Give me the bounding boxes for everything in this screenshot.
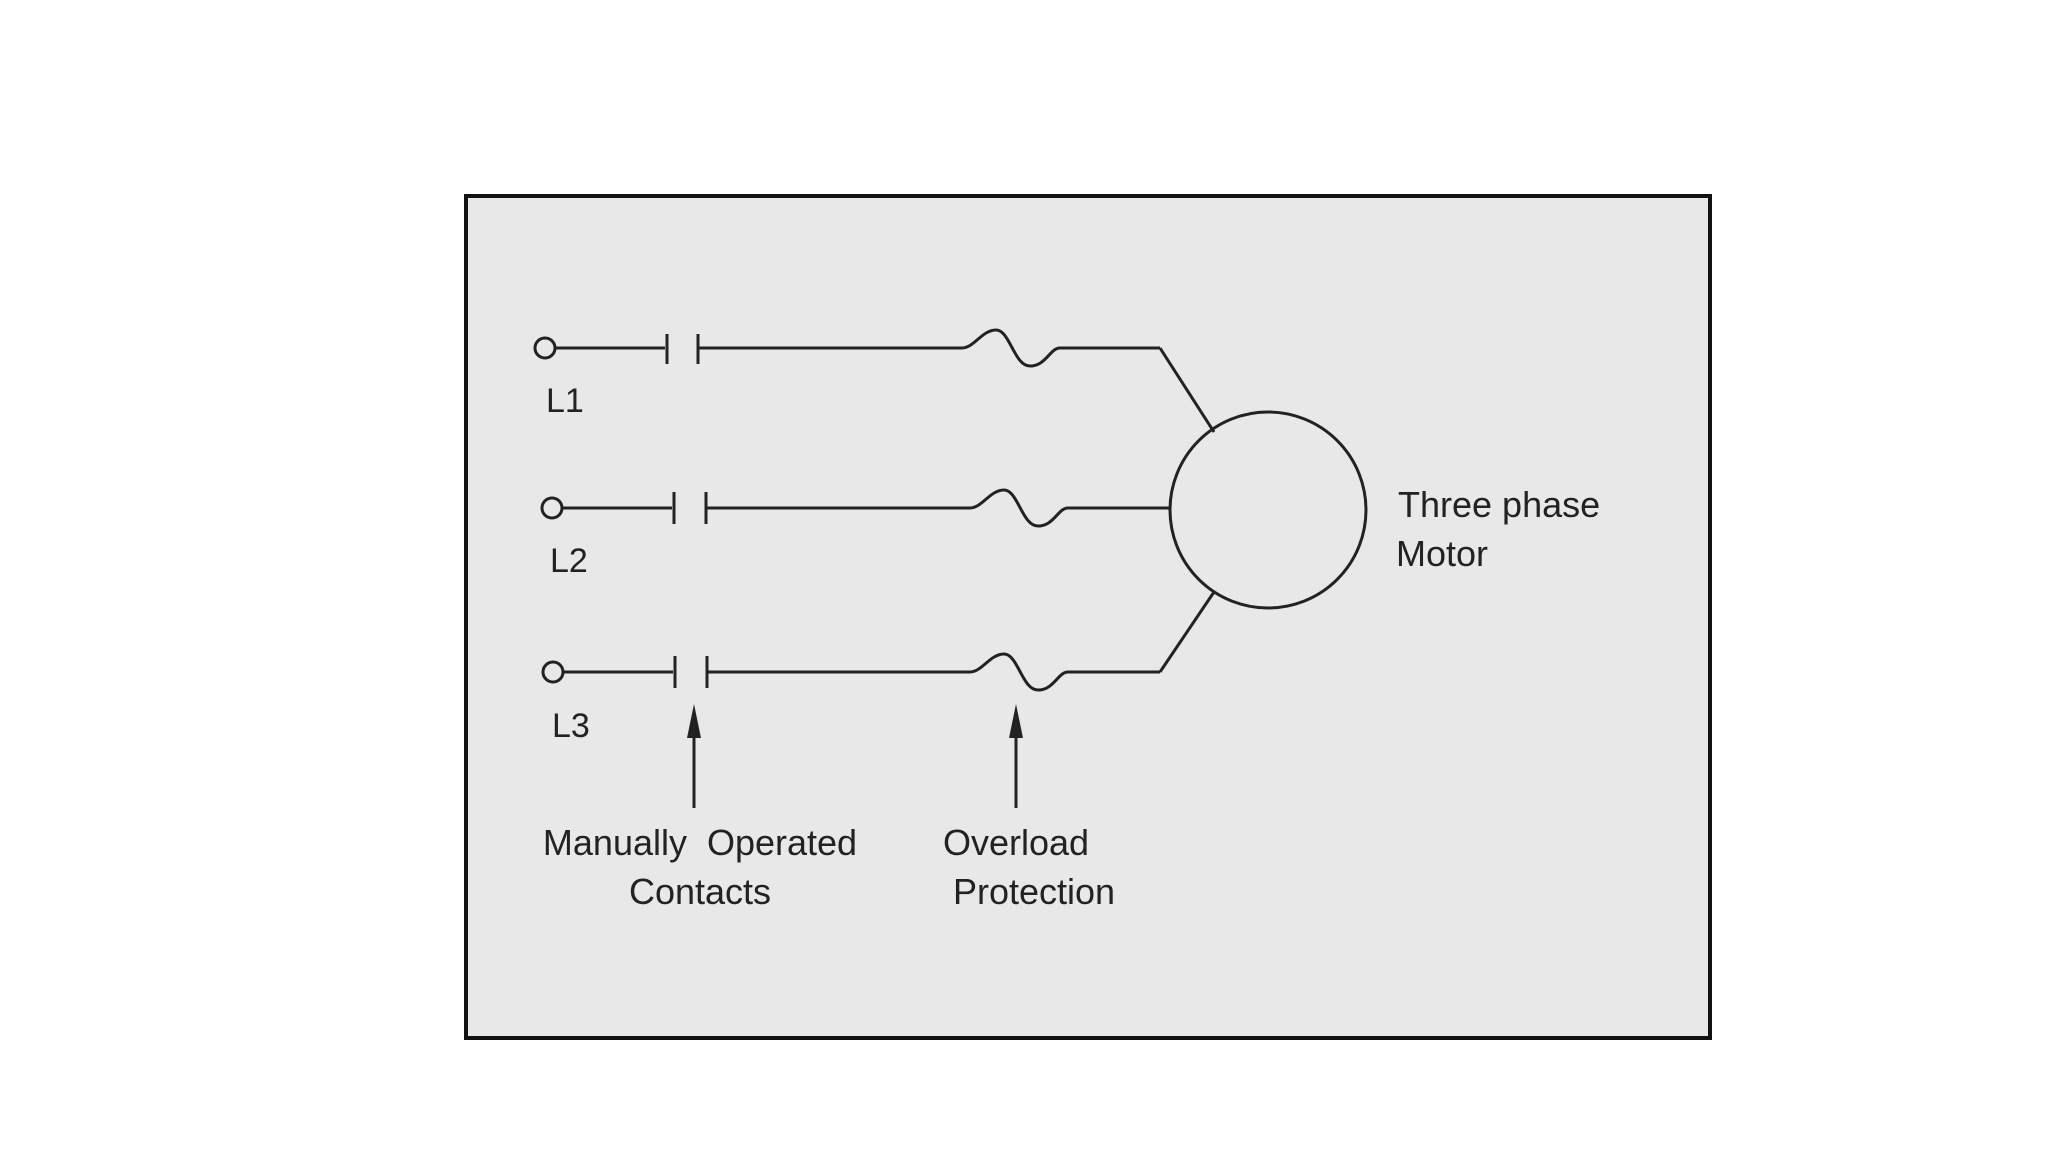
line-label-l1: L1 (546, 382, 584, 420)
overload-label-line1: Overload (943, 822, 1089, 863)
overload-element (969, 488, 1069, 528)
motor-lead (1158, 347, 1216, 433)
diagram-panel (464, 194, 1712, 1040)
contacts-label-line1: Manually Operated (543, 822, 857, 863)
line-l1 (533, 328, 1216, 433)
overload-element (969, 652, 1069, 692)
line-l3 (541, 591, 1216, 692)
line-label-l2: L2 (550, 542, 588, 580)
motor-label-line2: Motor (1396, 533, 1488, 574)
contacts-label-line2: Contacts (629, 871, 771, 912)
overload-label-line2: Protection (953, 871, 1115, 912)
overload-element (961, 328, 1061, 368)
line-label-l3: L3 (552, 707, 590, 745)
overload-arrow (1009, 704, 1023, 808)
motor-symbol (1168, 410, 1368, 610)
line-l2 (540, 488, 1170, 528)
motor-lead (1158, 591, 1216, 673)
motor-label-line1: Three phase (1398, 484, 1600, 525)
contacts-arrow (687, 704, 701, 808)
